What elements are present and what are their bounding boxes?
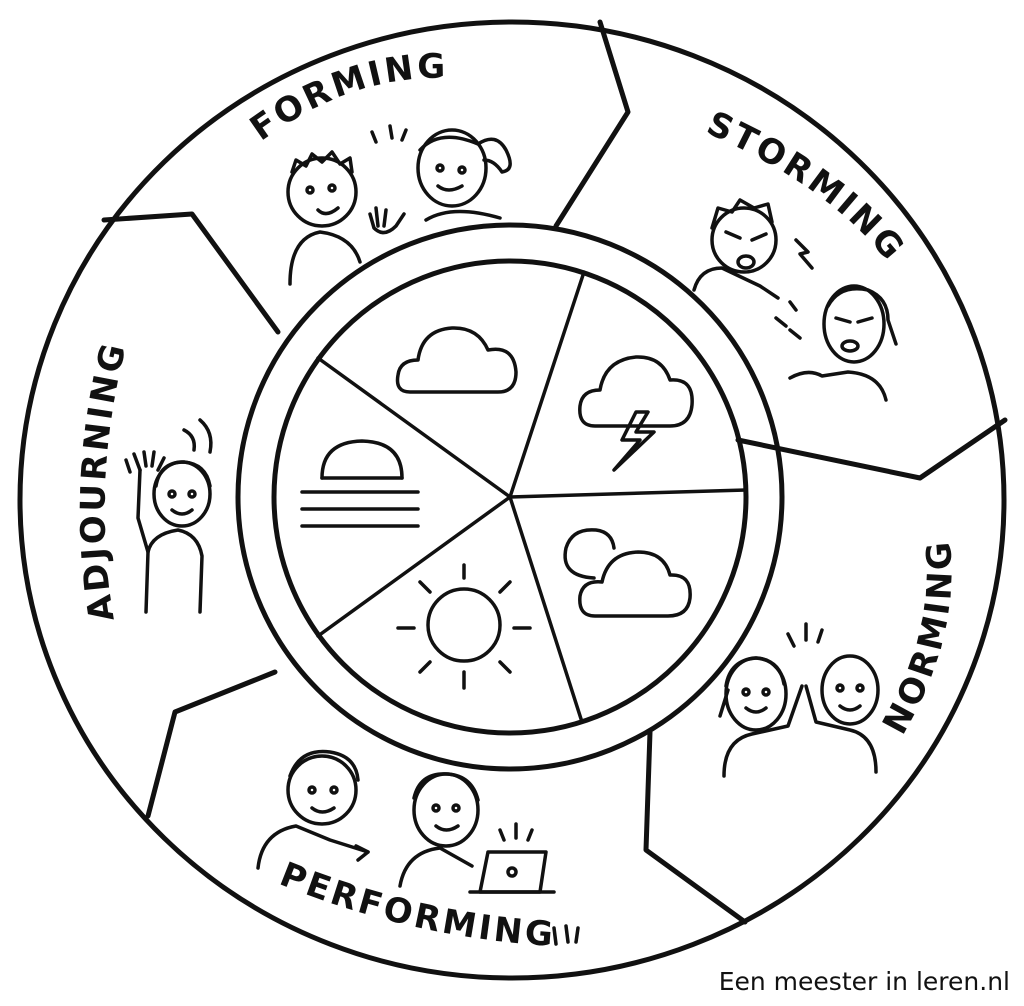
stage-label-norming: NORMING (875, 538, 961, 741)
divider-adjourning-forming (101, 211, 281, 335)
sunset-icon (300, 439, 420, 528)
performing-sparkle-marks (552, 924, 580, 946)
weather-pie-dividers (316, 270, 748, 724)
divider-performing-adjourning (145, 669, 278, 819)
credit-text: Een meester in leren.nl (718, 967, 1010, 996)
sun-icon (396, 563, 532, 690)
stage-label-adjourning: ADJOURNING (73, 337, 135, 624)
norming-people-illustration (718, 622, 880, 778)
outer-ring (17, 19, 1007, 981)
stage-label-forming: FORMING (243, 47, 449, 149)
inner-ring-outer (235, 222, 785, 772)
sun-behind-clouds-icon (563, 528, 692, 618)
performing-people-illustration (256, 749, 556, 894)
cloud-icon (395, 326, 518, 394)
storm-cloud-icon (578, 355, 694, 472)
storming-people-illustration (692, 198, 898, 402)
divider-norming-performing (643, 729, 748, 925)
divider-storming-norming (735, 417, 1008, 481)
divider-forming-storming (553, 19, 631, 229)
adjourning-person-illustration (124, 418, 213, 614)
inner-ring-inner (271, 258, 749, 736)
forming-people-illustration (286, 124, 512, 286)
